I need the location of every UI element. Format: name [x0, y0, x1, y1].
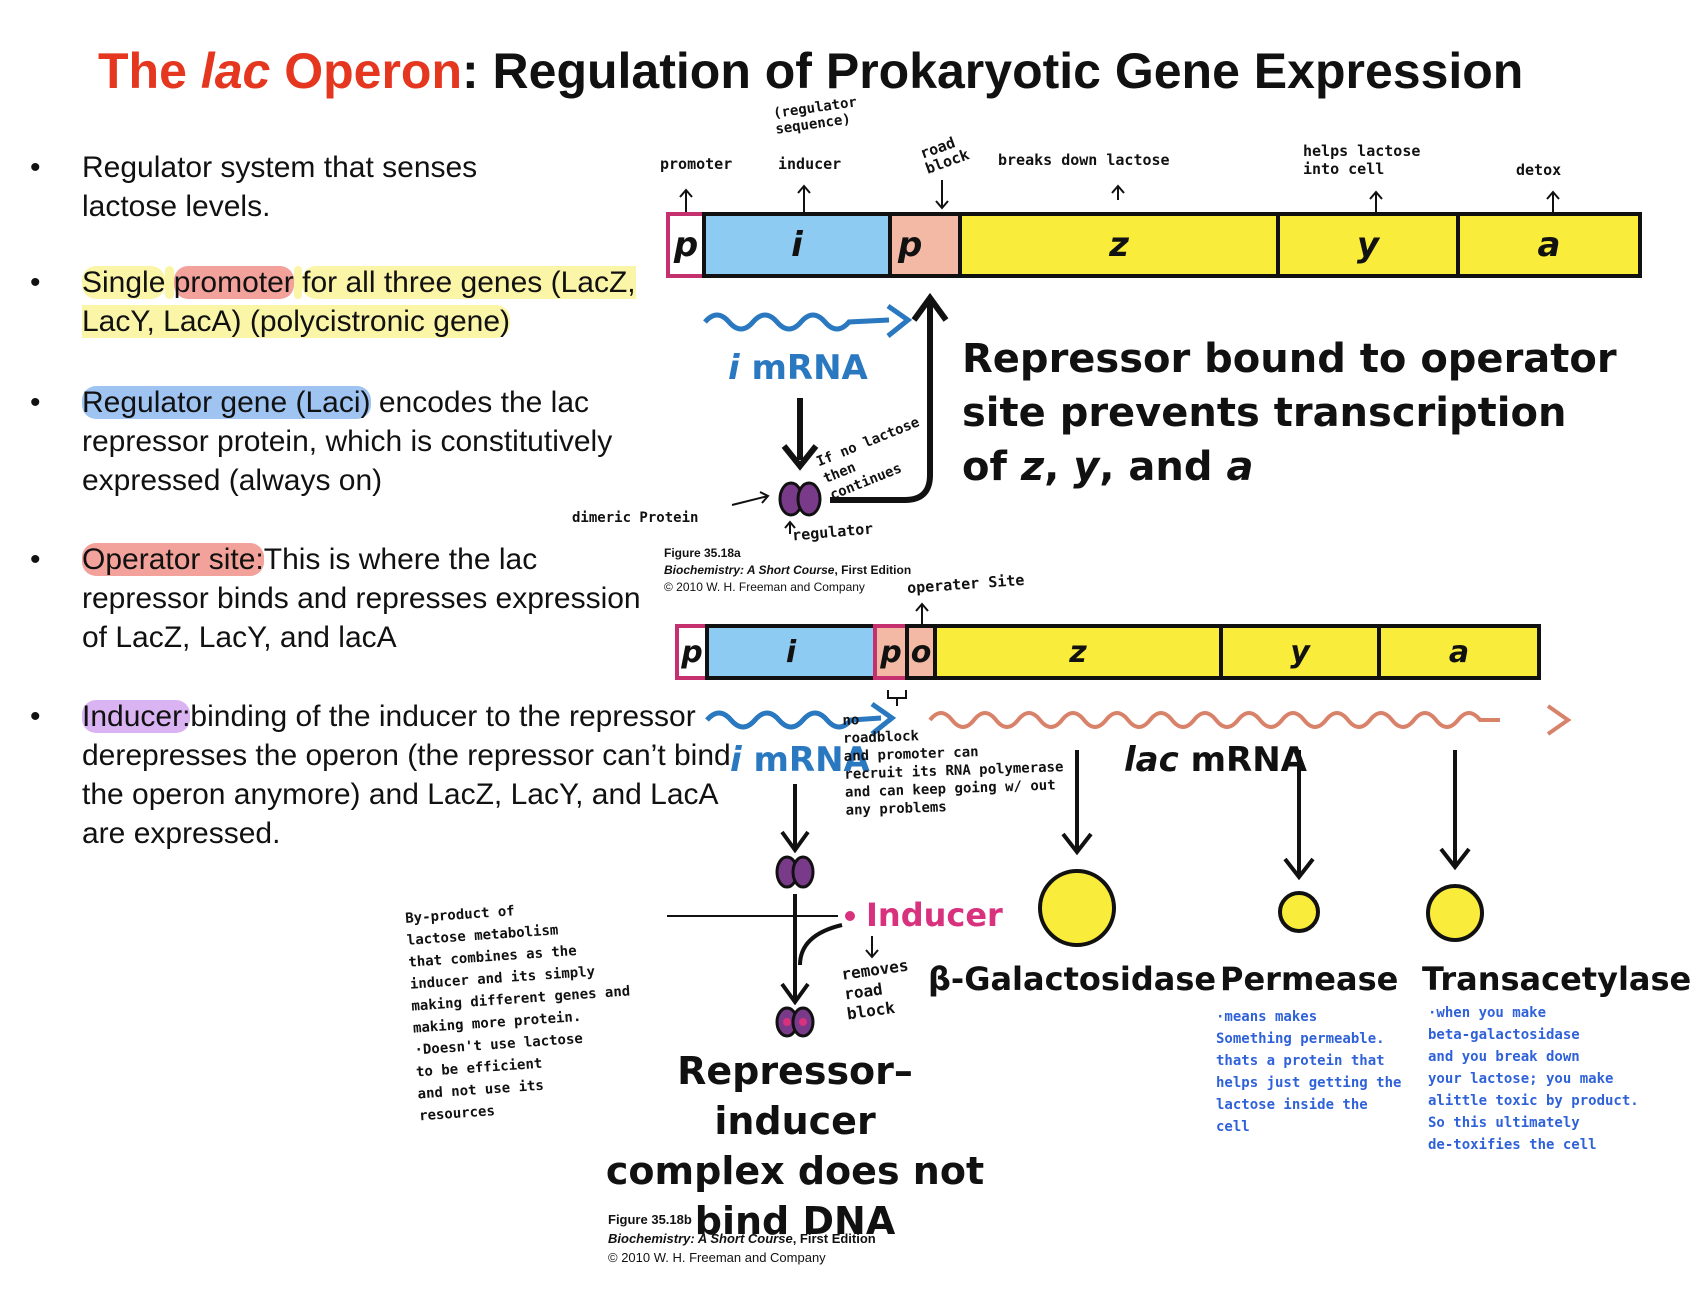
beta-galactosidase-icon: [1038, 869, 1116, 947]
bullet-3-text: Regulator gene (Laci) encodes the lac re…: [82, 383, 687, 500]
enzyme-beta-galactosidase: β-Galactosidase: [928, 960, 1217, 998]
highlight-operator-site: Operator site:: [82, 543, 264, 576]
top-i-mrna-label: i mRNA: [728, 348, 868, 388]
top-repressor-dimer-icon: [778, 481, 822, 517]
bottom-gene-a: a: [1377, 624, 1541, 680]
title-the: The: [98, 43, 201, 99]
title-lac: lac: [200, 43, 271, 99]
top-gene-p: p: [666, 212, 706, 278]
lac-mrna-label: lac mRNA: [1124, 740, 1307, 780]
note-inducer: inducer: [778, 155, 842, 173]
bullet-marker: •: [30, 700, 41, 733]
complex-line-1: Repressor–inducer: [677, 1049, 913, 1143]
bullet-marker: •: [30, 151, 41, 184]
inducer-label: Inducer: [866, 896, 1003, 934]
bottom-i-mrna-wave: [705, 710, 882, 730]
lac-mrna-wave: [928, 711, 1500, 729]
note-removes-road-block: removes road block: [840, 955, 910, 1024]
repressor-inducer-complex-icon: [775, 1006, 815, 1038]
repressor-statement: Repressor bound to operator site prevent…: [962, 332, 1662, 494]
bullet-1-text: Regulator system that senses lactose lev…: [82, 151, 478, 223]
enzyme-arrows: [1061, 750, 1471, 881]
complex-line-2: complex does not: [605, 1149, 985, 1193]
top-gene-a: a: [1456, 212, 1642, 278]
top-gene-y: y: [1276, 212, 1460, 278]
highlight-promoter: promoter: [173, 266, 294, 299]
complex-line-3: bind DNA: [694, 1199, 896, 1243]
note-no-roadblock: no roadblock and promoter can recruit it…: [842, 712, 1064, 819]
bottom-i-mrna-label: i mRNA: [730, 740, 870, 780]
statement-line-3: of z, y, and a: [962, 444, 1254, 490]
enzyme-permease: Permease: [1220, 960, 1399, 998]
note-dimeric-protein: dimeric Protein: [572, 510, 699, 526]
bullet-5-rest: binding of the inducer to the repressor …: [82, 700, 731, 850]
bottom-gene-p: p: [675, 624, 709, 680]
note-breaks-down-lactose: breaks down lactose: [998, 151, 1170, 169]
note-promoter: promoter: [660, 155, 733, 173]
bottom-gene-i: i: [705, 624, 877, 680]
top-down-arrow: [781, 398, 819, 471]
bullet-2-text: Single promoter for all three genes (Lac…: [82, 263, 642, 341]
inducer-dot-icon: [845, 911, 855, 921]
transacetylase-icon: [1426, 884, 1484, 942]
highlight-inducer: Inducer:: [82, 700, 191, 733]
caption-figure-b: Figure 35.18b Biochemistry: A Short Cour…: [608, 1212, 876, 1265]
bottom-gene-y: y: [1219, 624, 1381, 680]
top-i-mrna-wave: [703, 312, 890, 332]
note-helps-lactose: helps lactose into cell: [1303, 142, 1421, 178]
top-gene-i: i: [702, 212, 892, 278]
top-gene-promoter-operator: p: [888, 212, 962, 278]
bullet-5-text: Inducer:binding of the inducer to the re…: [82, 697, 762, 853]
statement-line-1: Repressor bound to operator: [962, 336, 1617, 382]
bottom-repressor-dimer-icon: [775, 855, 815, 889]
note-transacetylase: ·when you make beta-galactosidase and yo…: [1428, 1005, 1639, 1153]
bullet-marker: •: [30, 543, 41, 576]
top-gene-z: z: [958, 212, 1280, 278]
note-detox: detox: [1516, 161, 1562, 179]
highlight-regulator-gene: Regulator gene (Laci): [82, 386, 371, 419]
title-rest: : Regulation of Prokaryotic Gene Express…: [462, 43, 1524, 99]
bottom-gene-promoter: p: [873, 624, 909, 680]
permease-icon: [1278, 891, 1320, 933]
page-title: The lac Operon: Regulation of Prokaryoti…: [98, 42, 1523, 100]
bottom-gene-z: z: [933, 624, 1223, 680]
title-operon: Operon: [270, 43, 462, 99]
bullet-3-rest: encodes the lac repressor protein, which…: [82, 386, 613, 497]
top-note-arrows: [679, 180, 1560, 220]
bullet-4-rest: This is where the lac repressor binds an…: [82, 543, 641, 654]
bottom-gene-operator: o: [905, 624, 937, 680]
enzyme-transacetylase: Transacetylase: [1422, 960, 1692, 998]
complex-statement: Repressor–inducer complex does not bind …: [600, 1046, 990, 1246]
note-permease: ·means makes Something permeable. thats …: [1216, 1009, 1402, 1135]
bullet-4-text: Operator site:This is where the lac repr…: [82, 540, 642, 657]
caption-figure-a: Figure 35.18a Biochemistry: A Short Cour…: [664, 546, 912, 594]
top-bind-arrow: [830, 302, 933, 503]
bullet-marker: •: [30, 266, 41, 299]
highlight-single: Single: [82, 266, 166, 299]
bullet-marker: •: [30, 386, 41, 419]
statement-line-2: site prevents transcription: [962, 390, 1567, 436]
